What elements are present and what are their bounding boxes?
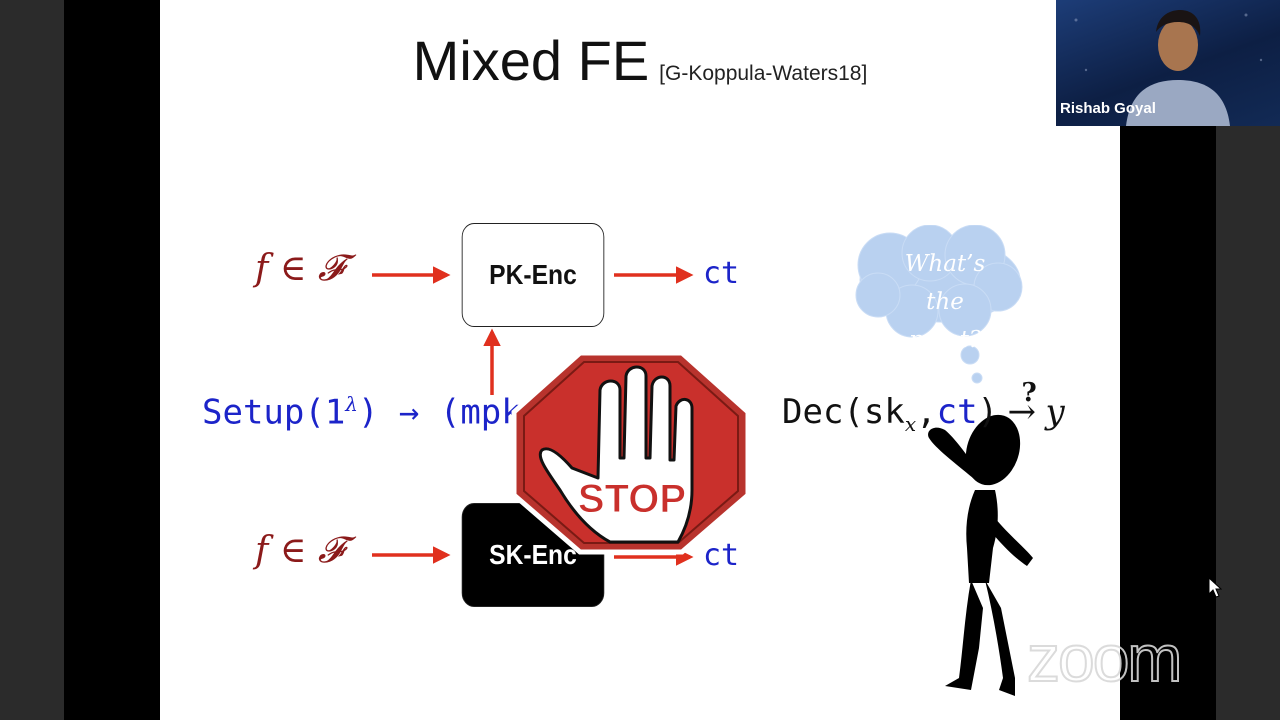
ciphertext-output-row1: ct [703,256,740,291]
letterbox-left [0,0,64,720]
stop-sign-icon: STOP [511,350,751,555]
thinking-person-icon [928,414,1033,696]
setup-suffix: ) → (mpk [357,392,522,433]
dec-output-y: y [1045,392,1065,432]
thought-line-1: What’s [904,251,986,277]
setup-expression: Setup(1λ) → (mpk [202,392,522,432]
function-input-row2: f ∈ 𝓕 [255,530,345,571]
dec-question: ? [1021,378,1037,408]
dec-close: ) [977,392,999,432]
title-citation: [G-Koppula-Waters18] [659,62,868,85]
stop-hand-icon [538,365,694,544]
dec-comma: , [916,392,937,432]
thought-line-2: the point? [908,289,982,353]
stop-label: STOP [578,477,686,521]
dec-prefix: Dec(sk [782,392,905,432]
ciphertext-output-row2: ct [703,538,740,573]
webcam-tile[interactable]: Rishab Goyal [1056,0,1280,126]
mouse-cursor-icon [1208,577,1222,598]
pk-enc-box: PK-Enc [461,223,605,327]
zoom-watermark: zoom [1026,620,1183,696]
participant-video [1074,10,1263,126]
setup-prefix: Setup(1 [202,392,346,433]
function-input-row1: f ∈ 𝓕 [255,248,345,289]
slide-title: Mixed FE [G-Koppula-Waters18] [160,28,1120,93]
dec-arrow: →? [1007,378,1036,432]
title-text: Mixed FE [412,29,650,92]
dec-sub-x: x [904,411,917,436]
diagram-arrows [372,266,694,566]
thought-cloud-text: What’s the point? [895,245,995,359]
dec-ct: ct [936,392,978,432]
presentation-slide: Mixed FE [G-Koppula-Waters18] f ∈ 𝓕 PK-En… [160,0,1120,720]
setup-lambda: λ [345,392,358,416]
dec-arrow-symbol: → [1007,392,1036,432]
decryption-expression: Dec(skx,ct) →? y [782,378,1065,436]
thought-cloud-icon [855,225,1023,384]
participant-name-label: Rishab Goyal [1060,100,1156,117]
